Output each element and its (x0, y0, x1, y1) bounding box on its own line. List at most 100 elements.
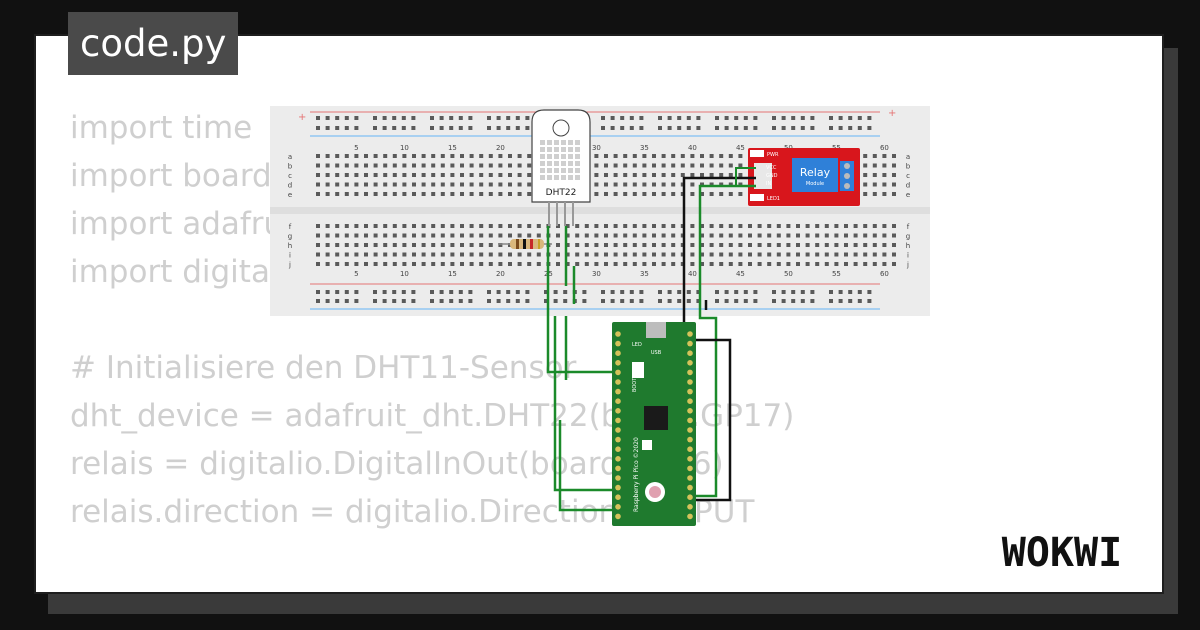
circuit-diagram[interactable]: + + 551010151520202525303035354040454550… (270, 106, 930, 316)
breadboard-hole (892, 192, 896, 196)
breadboard-hole (392, 126, 397, 130)
breadboard-hole (354, 182, 359, 187)
breadboard-hole (738, 224, 743, 228)
pico-pin[interactable] (615, 408, 621, 414)
breadboard-hole (709, 252, 714, 257)
pico-pin[interactable] (687, 513, 693, 520)
pico-pin[interactable] (687, 331, 693, 337)
breadboard-hole (642, 163, 647, 168)
breadboard-hole (335, 154, 340, 158)
pico-pin[interactable] (687, 350, 693, 356)
pico-pin[interactable] (615, 513, 621, 520)
pico-pin[interactable] (615, 369, 621, 376)
resistor[interactable] (498, 239, 552, 249)
pico-pin[interactable] (687, 408, 693, 414)
pico-pin[interactable] (615, 417, 621, 424)
pico-pin[interactable] (687, 446, 693, 452)
breadboard-hole (642, 262, 647, 266)
breadboard-hole (661, 252, 666, 257)
breadboard-hole (469, 243, 474, 247)
breadboard-hole (373, 192, 378, 196)
pico-pin[interactable] (615, 446, 621, 452)
pico-pin[interactable] (615, 398, 621, 404)
pico-pin[interactable] (615, 504, 621, 510)
raspberry-pi-pico[interactable]: USB LED Raspberry Pi Pico ©2020 BOOTSEL (612, 322, 696, 526)
pico-pin[interactable] (687, 427, 693, 433)
pico-pin[interactable] (687, 369, 693, 376)
breadboard-hole (565, 252, 570, 257)
breadboard-hole (629, 299, 634, 303)
pico-pin[interactable] (687, 456, 693, 462)
pico-pin[interactable] (615, 350, 621, 356)
column-number: 10 (400, 270, 409, 278)
pico-pin[interactable] (687, 436, 693, 443)
dht22-vent (575, 161, 580, 166)
breadboard-hole (402, 252, 407, 257)
breadboard-hole (728, 262, 733, 266)
breadboard-hole (604, 233, 608, 238)
pico-pin[interactable] (615, 475, 621, 481)
pico-pin[interactable] (687, 340, 693, 347)
pico-pin[interactable] (615, 360, 621, 366)
breadboard-hole (677, 299, 682, 303)
dht22-vent (554, 140, 559, 145)
breadboard-hole (604, 154, 608, 158)
pico-pin[interactable] (687, 417, 693, 424)
breadboard-hole (805, 233, 810, 238)
breadboard-hole (364, 243, 368, 247)
pico-pin[interactable] (615, 456, 621, 462)
breadboard-hole (642, 192, 647, 196)
breadboard-hole (401, 290, 406, 294)
pico-pin[interactable] (615, 465, 621, 472)
breadboard-hole (604, 182, 608, 187)
breadboard-hole (449, 299, 454, 303)
breadboard-hole (853, 252, 858, 257)
breadboard-hole (734, 116, 739, 120)
breadboard-hole (661, 243, 666, 247)
breadboard-hole (882, 173, 887, 177)
file-tab[interactable]: code.py (68, 12, 239, 75)
dht22-sensor[interactable]: DHT22 (531, 109, 591, 226)
pico-pin[interactable] (615, 427, 621, 433)
breadboard-hole (421, 224, 426, 228)
breadboard-hole (517, 252, 522, 257)
pico-pin[interactable] (687, 398, 693, 404)
pico-pin[interactable] (687, 379, 693, 385)
breadboard-hole (373, 290, 377, 294)
pico-pin[interactable] (615, 436, 621, 443)
breadboard-hole (690, 243, 695, 247)
breadboard-hole (401, 299, 406, 303)
breadboard-hole (815, 252, 820, 257)
pico-pin[interactable] (687, 484, 693, 491)
relay-module[interactable]: Relay Module PWR LED1 VCC GND IN (748, 148, 860, 206)
pico-pin[interactable] (687, 360, 693, 366)
breadboard-hole (401, 126, 406, 130)
pico-name: Raspberry Pi Pico ©2020 (633, 437, 640, 512)
pico-pin[interactable] (687, 475, 693, 481)
column-number: 15 (448, 270, 457, 278)
column-number: 40 (688, 270, 697, 278)
pico-pin[interactable] (615, 388, 621, 395)
breadboard-hole (411, 116, 416, 120)
breadboard-hole (815, 224, 820, 228)
pico-pin[interactable] (615, 340, 621, 347)
column-number: 45 (736, 144, 745, 152)
breadboard-hole (632, 154, 637, 158)
breadboard-hole (853, 243, 858, 247)
breadboard-hole (468, 116, 473, 120)
breadboard-hole (584, 252, 589, 257)
breadboard-hole (613, 173, 618, 177)
pico-pin[interactable] (615, 331, 621, 337)
pico-pin[interactable] (615, 494, 621, 500)
breadboard-hole (460, 224, 464, 228)
pico-pin[interactable] (687, 388, 693, 395)
pico-pin[interactable] (615, 379, 621, 385)
pico-pin[interactable] (687, 504, 693, 510)
breadboard-hole (772, 126, 776, 130)
pico-pin[interactable] (615, 484, 621, 491)
breadboard-hole (863, 243, 868, 247)
breadboard-hole (709, 262, 714, 266)
pico-pin[interactable] (687, 494, 693, 500)
pico-pin[interactable] (687, 465, 693, 472)
breadboard-hole (382, 126, 387, 130)
